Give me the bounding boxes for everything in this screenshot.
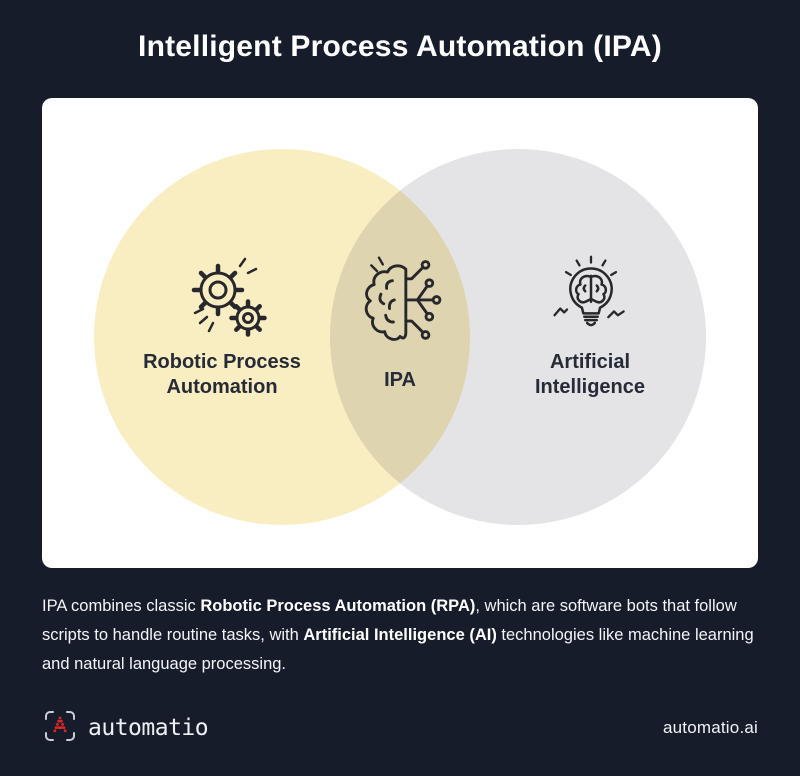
description-segment: , which are software bots that follow sc… — [42, 597, 737, 644]
ai-label-line1: Artificial — [549, 351, 631, 373]
description-paragraph: IPA combines classic Robotic Process Aut… — [42, 592, 758, 679]
rpa-label-line1: Robotic Process — [143, 351, 301, 373]
description-rpa-bold: Robotic Process Automation (RPA) — [200, 597, 476, 615]
description-segment: IPA combines classic — [42, 597, 201, 615]
rpa-label: Robotic Process Automation — [102, 350, 342, 400]
brand-logo: automatio — [42, 708, 209, 749]
ai-circle — [330, 149, 706, 525]
venn-diagram-card: Robotic Process Automation IPA Artificia… — [42, 98, 758, 568]
ipa-label: IPA — [384, 369, 416, 391]
description-ai-bold: Artificial Intelligence (AI) — [303, 626, 497, 644]
gears-icon — [178, 248, 274, 344]
footer: automatio automatio.ai — [42, 702, 758, 754]
ai-label: Artificial Intelligence — [470, 350, 710, 400]
website-text: automatio.ai — [662, 718, 758, 737]
lightbulb-brain-icon — [543, 250, 639, 346]
page-title: Intelligent Process Automation (IPA) — [138, 30, 662, 63]
automatio-logo-icon — [42, 708, 78, 749]
description-segment: technologies like machine learning and n… — [42, 626, 754, 673]
rpa-label-line2: Automation — [166, 376, 278, 398]
brand-name: automatio — [88, 715, 209, 741]
brain-circuit-icon — [354, 250, 450, 346]
ai-label-line2: Intelligence — [534, 376, 646, 398]
